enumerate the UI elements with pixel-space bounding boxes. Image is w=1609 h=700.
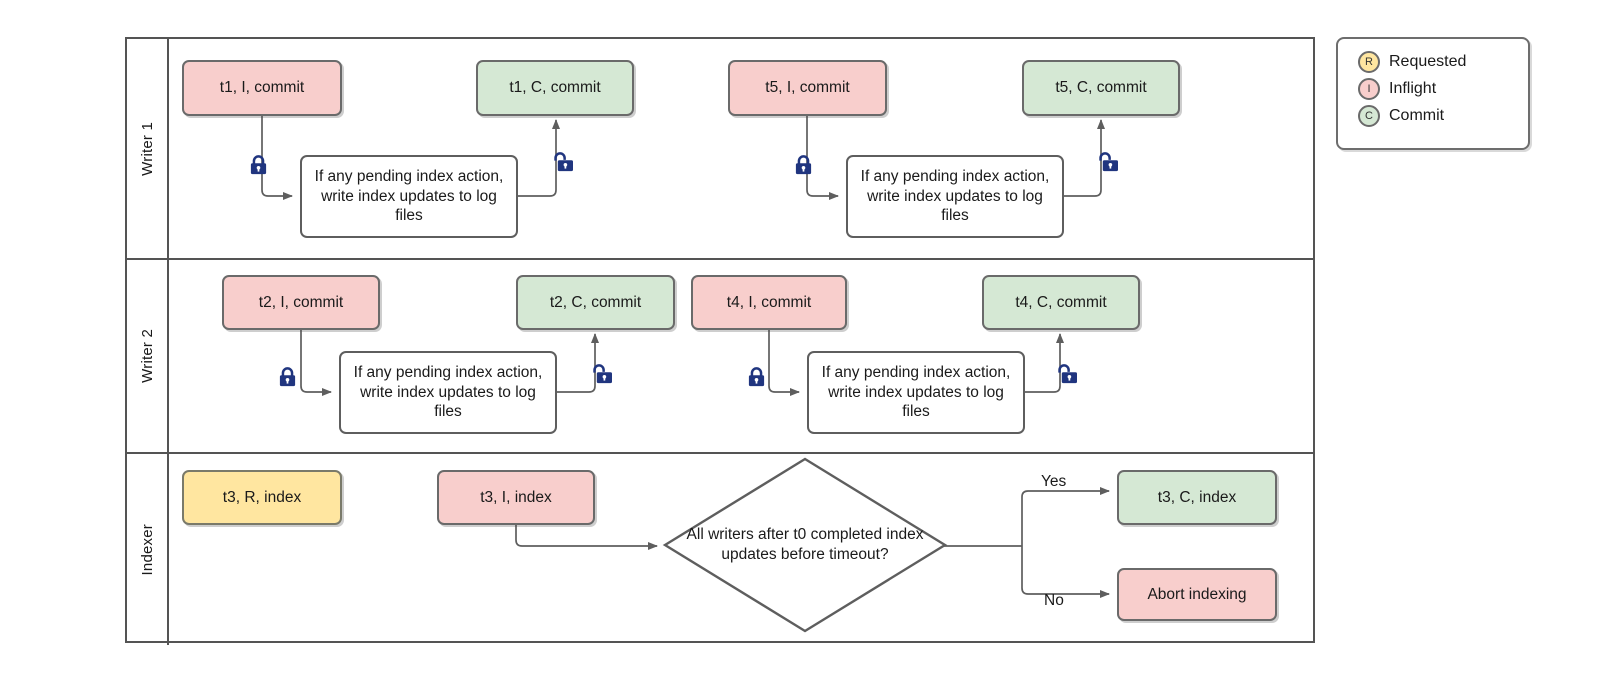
node-label: t4, I, commit [726,293,812,311]
legend-label-commit: Commit [1389,106,1445,124]
node-label: t1, I, commit [219,79,305,97]
lock-closed-icon [250,155,267,175]
legend-label-requested: Requested [1389,52,1467,70]
node-label: If any pending index action, write index… [860,167,1050,225]
swimlane-writer-1: Writer 1 [127,39,1313,258]
lane-title-indexer: Indexer [138,523,156,576]
edge-label-yes: Yes [1041,473,1066,491]
node-t4-inflight[interactable]: t4, I, commit [691,275,847,330]
lock-closed-icon [279,367,296,387]
node-label: Abort indexing [1147,585,1247,603]
legend-label-inflight: Inflight [1389,79,1437,97]
node-t3-requested[interactable]: t3, R, index [182,470,342,525]
node-label: If any pending index action, write index… [353,363,543,421]
node-t1-inflight[interactable]: t1, I, commit [182,60,342,116]
node-label: t2, C, commit [549,293,642,311]
legend-badge-requested-icon: R [1358,50,1380,73]
node-label: t5, C, commit [1055,79,1147,97]
node-writer1-process-1[interactable]: If any pending index action, write index… [300,155,518,238]
lock-closed-icon [748,367,765,387]
legend-item-requested: R Requested [1338,48,1528,75]
node-t3-commit[interactable]: t3, C, index [1117,470,1277,525]
lock-open-icon [554,152,573,172]
node-abort-indexing[interactable]: Abort indexing [1117,568,1277,621]
legend-badge-commit-icon: C [1358,104,1380,127]
node-t3-inflight[interactable]: t3, I, index [437,470,595,525]
decision-label: All writers after t0 completed index upd… [686,525,924,563]
node-t5-inflight[interactable]: t5, I, commit [728,60,887,116]
node-label: t3, I, index [480,488,552,506]
legend-item-inflight: I Inflight [1338,75,1528,102]
node-timeout-decision[interactable]: All writers after t0 completed index upd… [665,459,945,631]
node-label: t3, C, index [1157,488,1237,506]
lane-header-writer-2: Writer 2 [127,260,169,452]
node-t1-commit[interactable]: t1, C, commit [476,60,634,116]
yes-text: Yes [1041,473,1067,490]
swimlane-writer-2: Writer 2 [127,258,1313,452]
node-t2-inflight[interactable]: t2, I, commit [222,275,380,330]
node-label: If any pending index action, write index… [314,167,504,225]
edge-label-no: No [1044,592,1064,610]
lock-open-icon [1058,364,1077,384]
node-t5-commit[interactable]: t5, C, commit [1022,60,1180,116]
node-writer2-process-2[interactable]: If any pending index action, write index… [807,351,1025,434]
node-label: t5, I, commit [765,79,850,97]
lane-header-indexer: Indexer [127,454,169,645]
node-label: t2, I, commit [258,293,344,311]
node-label: t1, C, commit [509,79,601,97]
swimlane-indexer: Indexer [127,452,1313,645]
legend-panel: R Requested I Inflight C Commit [1336,37,1530,150]
node-label: t3, R, index [222,488,302,506]
lock-closed-icon [795,155,812,175]
lane-header-writer-1: Writer 1 [127,39,169,258]
node-t2-commit[interactable]: t2, C, commit [516,275,675,330]
lock-open-icon [1099,152,1118,172]
lane-title-writer-1: Writer 1 [138,121,156,176]
legend-badge-inflight-icon: I [1358,77,1380,100]
node-label: t4, C, commit [1015,293,1107,311]
node-writer1-process-2[interactable]: If any pending index action, write index… [846,155,1064,238]
lock-open-icon [593,364,612,384]
node-t4-commit[interactable]: t4, C, commit [982,275,1140,330]
legend-item-commit: C Commit [1338,102,1528,129]
lane-title-writer-2: Writer 2 [138,329,156,383]
node-label: If any pending index action, write index… [821,363,1011,421]
node-writer2-process-1[interactable]: If any pending index action, write index… [339,351,557,434]
no-text: No [1044,592,1064,609]
